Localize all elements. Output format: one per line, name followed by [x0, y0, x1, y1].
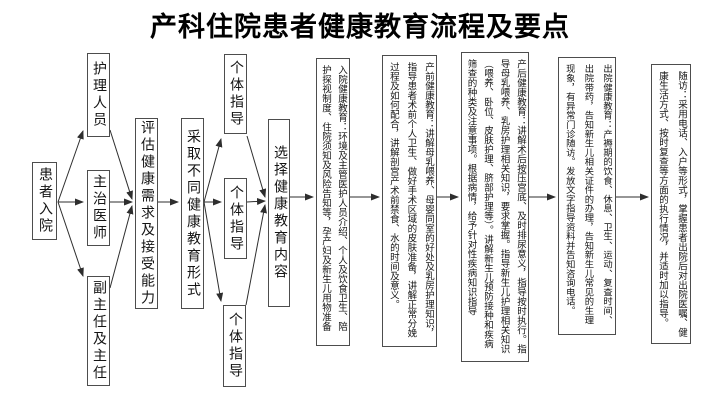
node-select-education-content: 选择健康教育内容 — [268, 119, 290, 307]
page-title: 产科住院患者健康教育流程及要点 — [150, 12, 570, 42]
node-assess-health-needs: 评估健康需求及接受能力 — [135, 118, 158, 309]
stage-prenatal-education: 产前健康教育：讲解母乳喂养、母婴同室的好处及乳房护理知识，指导患者术前个人卫生、… — [382, 55, 437, 347]
node-deputy-and-chief-director: 副主任及主任 — [87, 276, 110, 386]
node-patient-admission: 患者入院 — [32, 162, 57, 240]
stage-discharge-education: 出院健康教育：产褥期的饮食、休息、卫生、运动、复查时间、出院带药，告知新生儿相关… — [558, 57, 616, 335]
stage-follow-up: 随访：采用电话、入户等形式，掌握患者出院后对出院医嘱、健康生活方式、按时复查等方… — [651, 64, 691, 344]
node-individual-guidance-bottom: 个体指导 — [223, 305, 246, 387]
node-individual-guidance-middle: 个体指导 — [224, 178, 247, 259]
node-attending-physician: 主治医师 — [87, 170, 110, 246]
arrows-entry-to-staff — [57, 130, 84, 277]
stage-admission-education: 入院健康教育：环境及主管医护人员介绍、个人及饮食卫生、陪护探视制度、住院须知及风… — [316, 58, 350, 346]
arrows-staff-to-assess — [109, 129, 134, 289]
stage-postpartum-education: 产后健康教育：讲解术后按压宫底、及时排尿意义，指导按时执行。指导母乳喂养、乳房护… — [461, 52, 529, 362]
arrows-form-to-guidance — [203, 138, 224, 302]
node-education-forms: 采取不同健康教育形式 — [181, 118, 204, 309]
node-nursing-staff: 护理人员 — [87, 53, 110, 137]
node-individual-guidance-top: 个体指导 — [224, 54, 247, 134]
arrows-guidance-to-select — [245, 135, 267, 306]
